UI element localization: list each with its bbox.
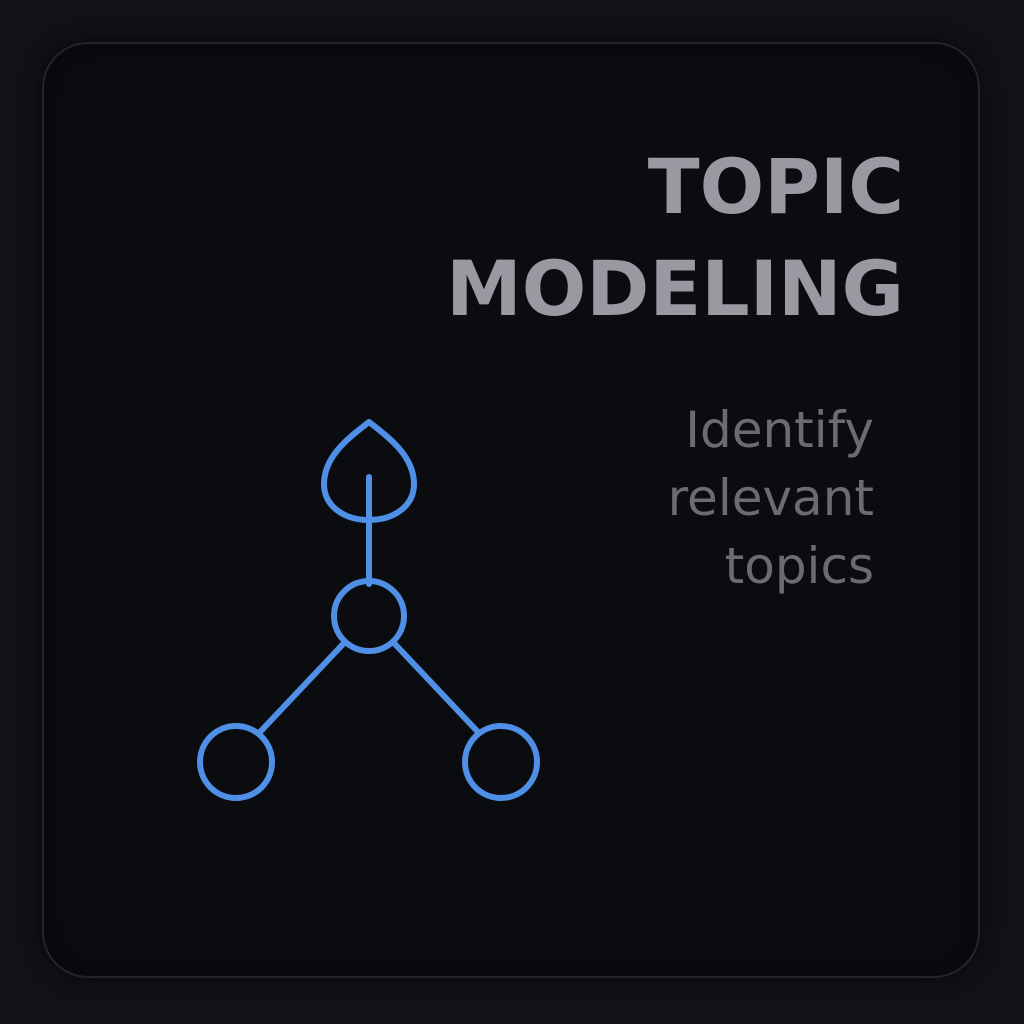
card-title-line-2: MODELING [446, 244, 904, 333]
right-node [462, 723, 540, 801]
left-branch [257, 639, 348, 735]
topic-tree-icon [194, 384, 644, 834]
card-title-line-1: TOPIC [647, 142, 904, 231]
card-title: TOPIC MODELING [446, 136, 904, 340]
card-subtitle: Identify relevant topics [668, 396, 874, 600]
card-subtitle-line-3: topics [724, 537, 874, 595]
topic-modeling-card: TOPIC MODELING Identify relevant topics [42, 42, 980, 978]
center-node [331, 578, 407, 654]
right-branch [390, 639, 481, 735]
card-subtitle-line-1: Identify [685, 401, 874, 459]
left-node [197, 723, 275, 801]
card-subtitle-line-2: relevant [667, 469, 874, 527]
